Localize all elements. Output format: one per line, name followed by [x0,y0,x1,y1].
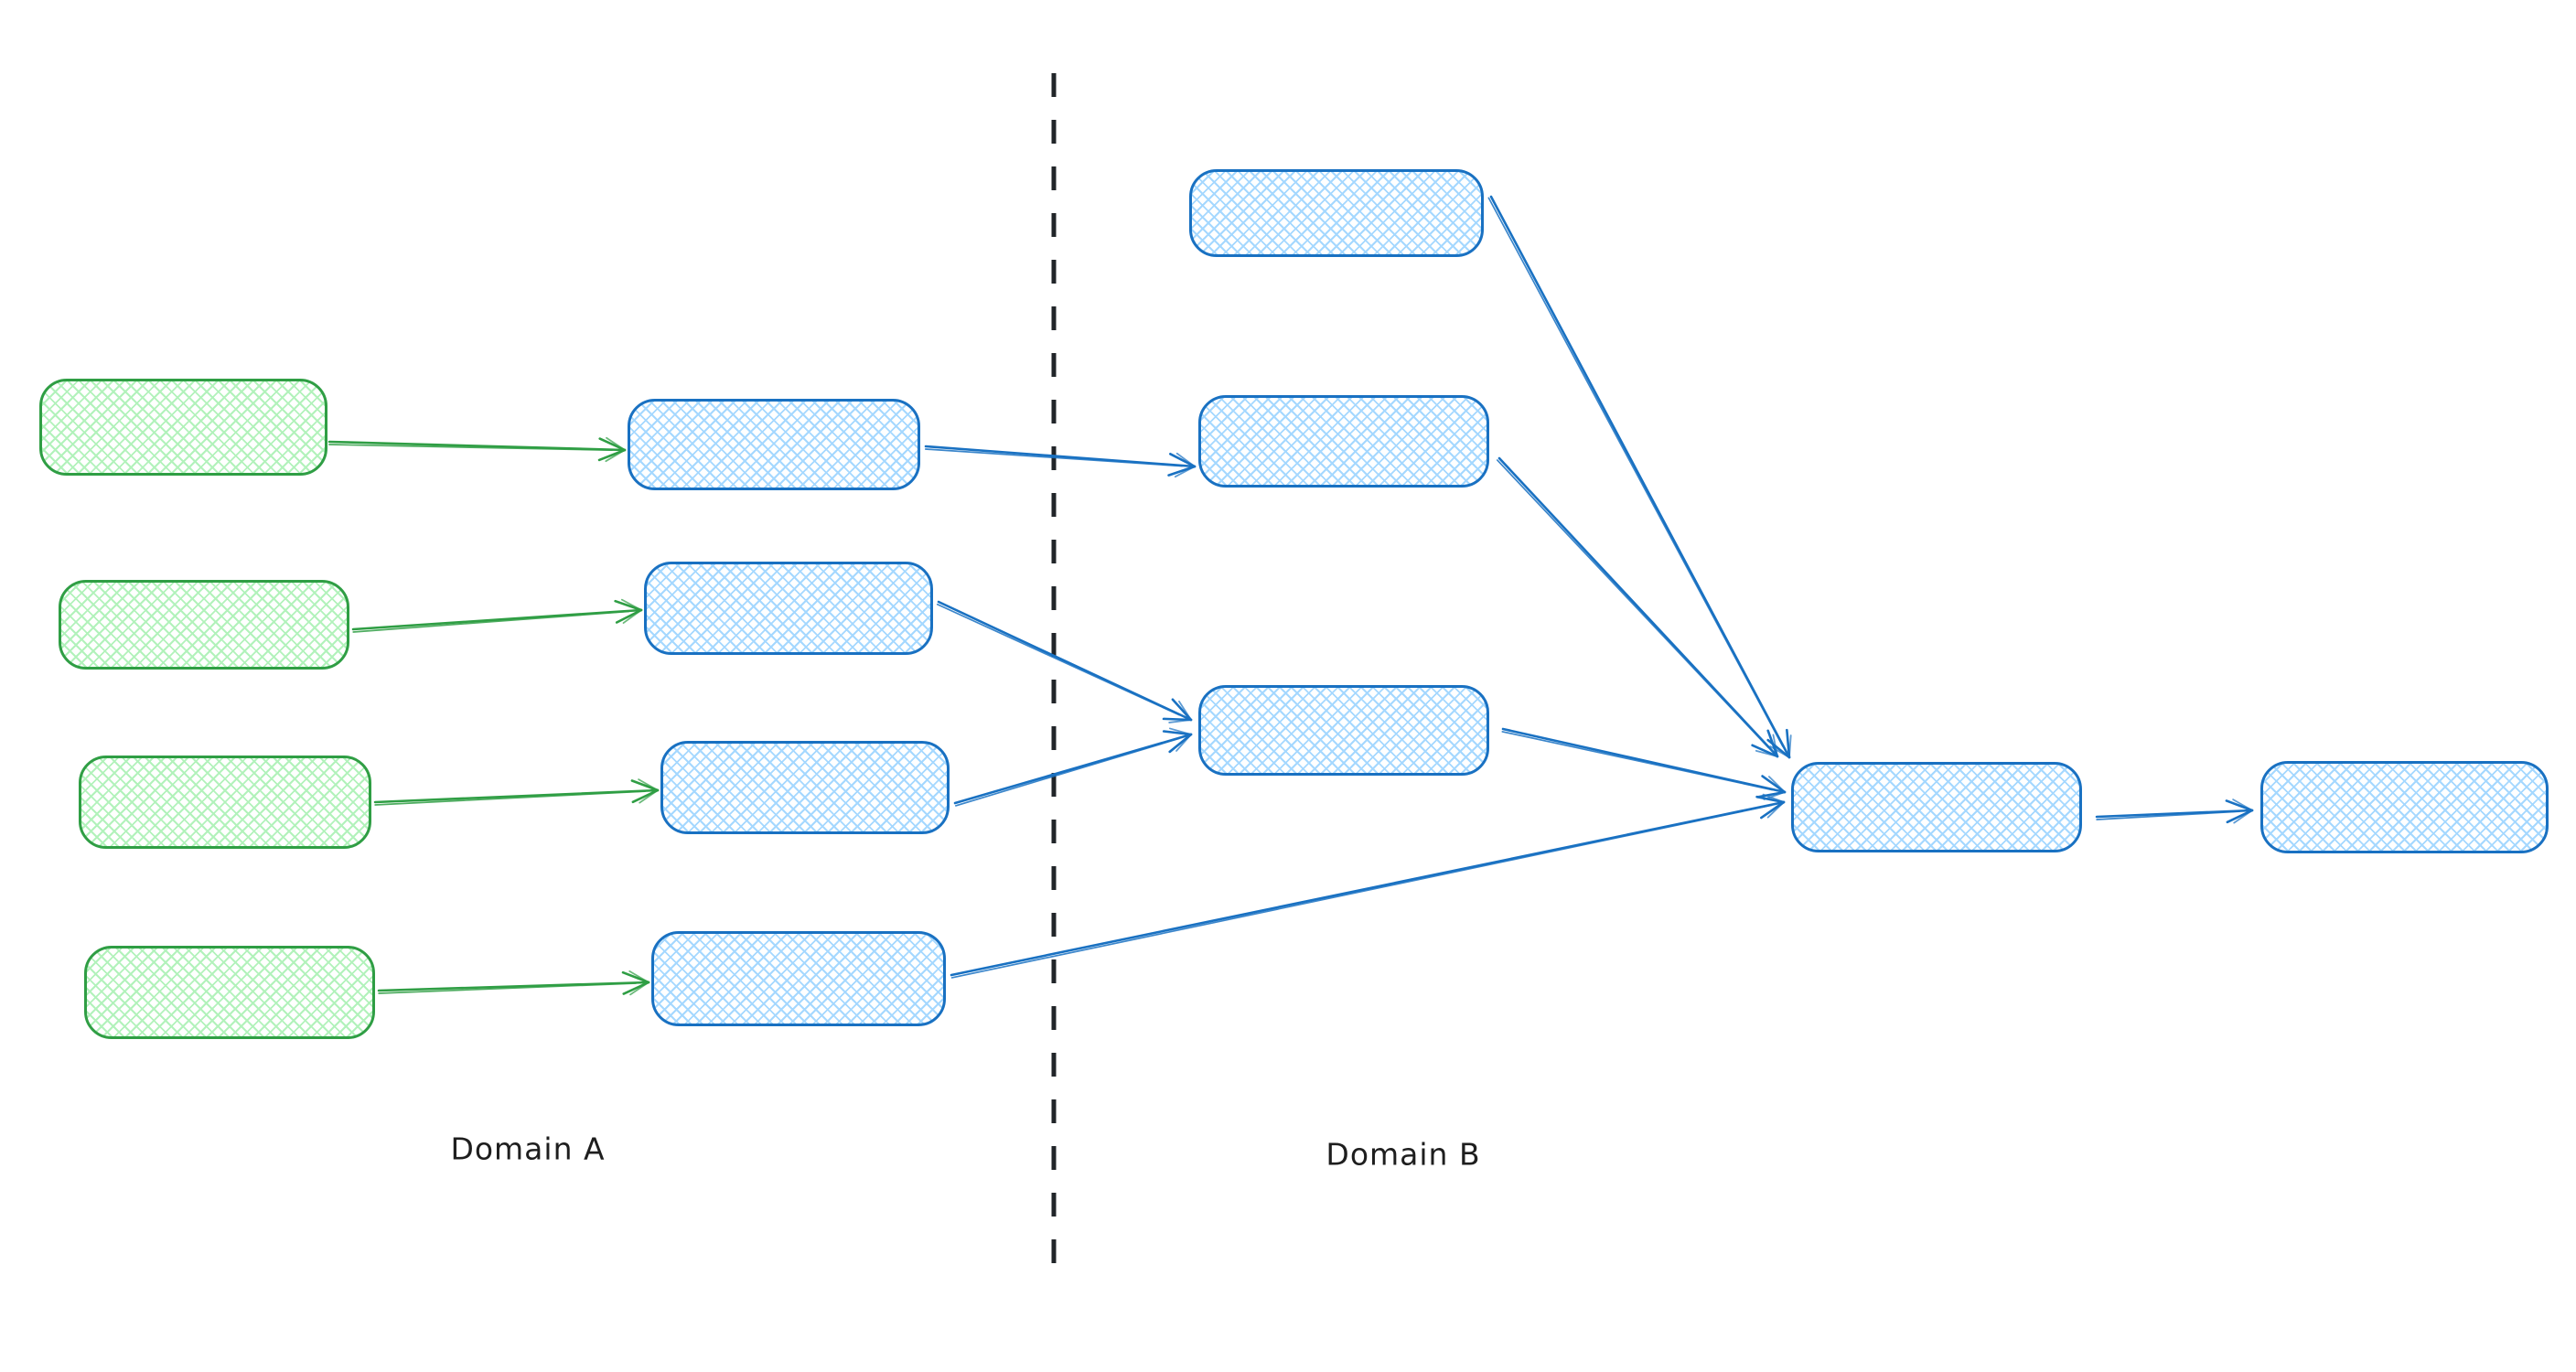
node-b-merge [1791,762,2082,852]
node-b-output [2260,761,2549,853]
node-a-process-3 [660,741,950,834]
arrow-a-process-1-to-b-stage-2 [924,445,1197,478]
node-a-process-1 [628,399,920,490]
arrow-b-merge-to-b-output [2095,799,2254,824]
node-b-stage-1 [1189,169,1484,257]
arrow-b-stage-3-to-b-merge [1501,727,1787,800]
arrow-a-source-3-to-a-process-3 [373,778,660,806]
arrow-a-source-1-to-a-process-1 [327,436,627,463]
node-a-process-4 [651,931,946,1026]
node-b-stage-3 [1198,685,1489,776]
node-a-source-1 [39,379,327,476]
node-a-source-3 [79,756,371,849]
node-b-stage-2 [1198,395,1489,488]
arrow-b-stage-2-to-b-merge [1496,456,1779,758]
domain-a-label: Domain A [450,1131,606,1167]
node-a-process-2 [644,562,933,655]
node-a-source-2 [59,580,349,670]
arrow-a-source-2-to-a-process-2 [351,598,643,633]
arrow-a-process-4-to-b-merge [950,793,1786,979]
arrow-b-stage-1-to-b-merge [1487,195,1792,759]
domain-b-label: Domain B [1326,1136,1481,1173]
node-a-source-4 [84,946,375,1039]
arrow-a-process-3-to-b-stage-3 [953,727,1193,807]
arrow-a-process-2-to-b-stage-3 [936,600,1193,724]
arrow-a-source-4-to-a-process-4 [377,970,650,996]
